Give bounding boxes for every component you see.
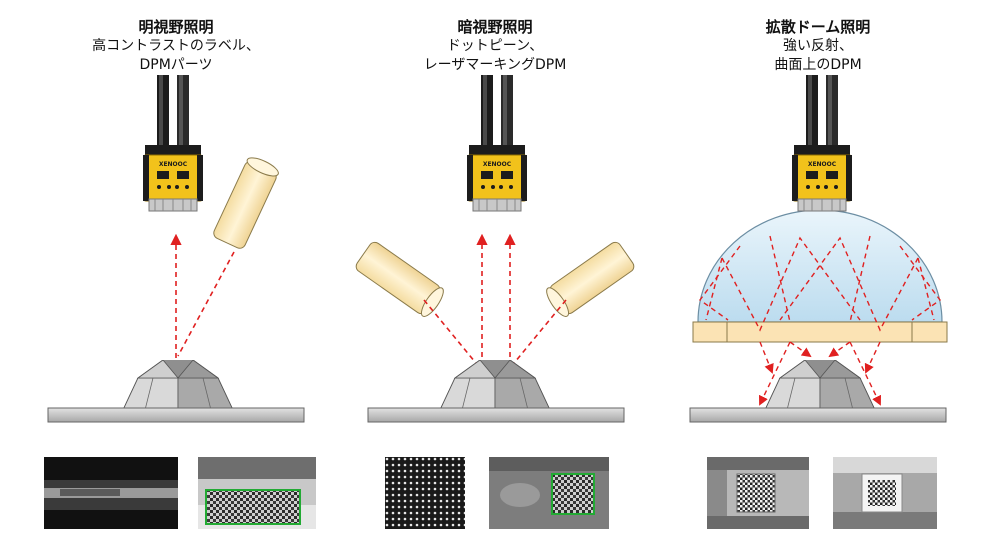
- bright-field-light-tube: [213, 157, 279, 249]
- diffuse-dome-subtitle-line-1: 強い反射、: [783, 38, 853, 54]
- bright-field-incident-beam: [177, 251, 235, 357]
- dark-field-title: 暗視野照明: [457, 18, 533, 36]
- dome-beam-2: [789, 341, 812, 358]
- diffuse-dome-sample-2: [833, 457, 937, 529]
- dark-field-part: [440, 360, 550, 410]
- bright-field-scene: [47, 75, 305, 423]
- diffuse-dome-scene: [689, 75, 948, 423]
- diffuse-dome-title: 拡散ドーム照明: [765, 18, 871, 36]
- bright-field-subtitle-line-2: DPMパーツ: [139, 57, 213, 73]
- bright-field-part: [123, 360, 233, 410]
- bright-field-stage: [47, 407, 305, 423]
- diffuse-dome-heading: 拡散ドーム照明 強い反射、 曲面上のDPM: [668, 17, 968, 75]
- bright-field-heading: 明視野照明 高コントラストのラベル、 DPMパーツ: [26, 17, 326, 75]
- dark-field-incident-beam-right: [509, 299, 567, 369]
- dark-field-scene: [355, 75, 635, 423]
- bright-field-camera-icon: [143, 75, 203, 212]
- dark-field-light-tube-right: [546, 241, 635, 317]
- bright-field-sample-1: [44, 457, 178, 529]
- dark-field-sample-1: [385, 457, 465, 529]
- dome-beam-3: [828, 341, 851, 358]
- dome-beam-1: [759, 341, 791, 406]
- dark-field-incident-beam-left: [423, 299, 481, 369]
- dome-beam-4: [849, 341, 881, 406]
- dome-light-ring: [692, 321, 948, 343]
- dome-stage: [689, 407, 947, 423]
- bright-field-sample-2: [198, 457, 316, 529]
- dark-field-subtitle-line-1: ドットピーン、: [446, 38, 544, 54]
- diffuse-dome-subtitle-line-2: 曲面上のDPM: [774, 57, 862, 73]
- dome-beam-5: [759, 341, 774, 374]
- diffuse-dome-sample-1: [707, 457, 809, 529]
- dark-field-light-tube-left: [355, 241, 444, 317]
- dome-diffuse-beams: [699, 235, 941, 332]
- dark-field-camera-icon: [467, 75, 527, 212]
- dark-field-sample-2: [489, 457, 609, 529]
- bright-field-title: 明視野照明: [138, 18, 214, 36]
- dark-field-heading: 暗視野照明 ドットピーン、 レーザマーキングDPM: [345, 17, 645, 75]
- bright-field-subtitle-line-1: 高コントラストのラベル、: [92, 38, 260, 54]
- dome-part: [765, 360, 875, 410]
- dome-beam-6: [864, 341, 881, 374]
- dark-field-subtitle-line-2: レーザマーキングDPM: [423, 57, 567, 73]
- dark-field-stage: [367, 407, 625, 423]
- dome-camera-icon: [792, 75, 852, 212]
